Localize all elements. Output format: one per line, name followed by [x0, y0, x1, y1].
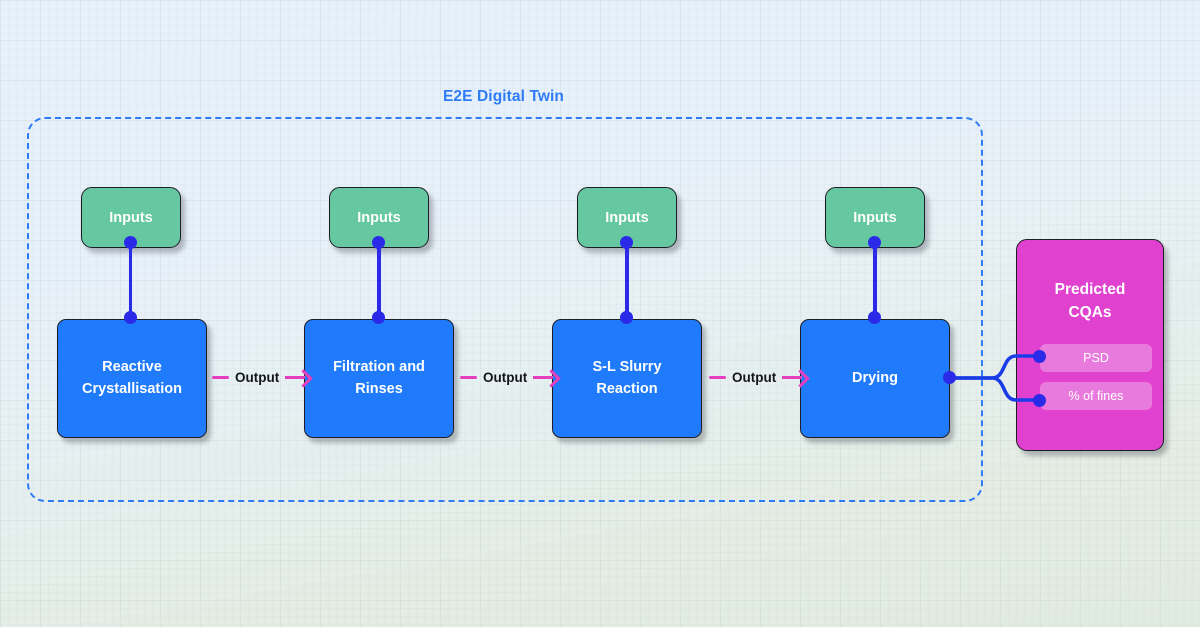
stage-box-drying[interactable]: Drying — [800, 319, 950, 438]
connector-dot-top-2 — [372, 236, 385, 249]
cqa-title-line1: Predicted — [1054, 281, 1126, 298]
output-text-1: Output — [235, 370, 280, 385]
cqa-item-psd[interactable]: PSD — [1040, 344, 1152, 372]
connector-dot-bottom-4 — [868, 311, 881, 324]
connector-dot-psd — [1033, 350, 1046, 363]
inputs-box-4[interactable]: Inputs — [825, 187, 925, 248]
output-label-2: Output — [460, 370, 559, 385]
output-dash-icon-1 — [212, 376, 229, 379]
output-arrow-icon-3 — [782, 371, 808, 385]
connector-dot-drying-out — [943, 371, 956, 384]
stage-label-1-line1: Reactive — [102, 359, 162, 376]
connector-dot-bottom-3 — [620, 311, 633, 324]
output-text-2: Output — [483, 370, 528, 385]
predicted-cqas-title: Predicted CQAs — [1055, 278, 1126, 325]
cqa-item-percent-of-fines[interactable]: % of fines — [1040, 382, 1152, 410]
stage-label-1-line2: Crystallisation — [82, 380, 182, 397]
connector-dot-bottom-2 — [372, 311, 385, 324]
inputs-label-3: Inputs — [605, 209, 649, 226]
output-arrow-icon-1 — [285, 371, 311, 385]
page-title: E2E Digital Twin — [442, 88, 565, 105]
output-arrow-icon-2 — [533, 371, 559, 385]
connector-inputs-to-stage-3 — [625, 242, 629, 320]
cqa-title-line2: CQAs — [1068, 304, 1112, 322]
connector-dot-fines — [1033, 394, 1046, 407]
e2e-digital-twin-container — [27, 117, 983, 502]
output-label-1: Output — [212, 370, 311, 385]
inputs-label-2: Inputs — [357, 209, 401, 226]
stage-label-2-line1: Filtration and — [333, 359, 425, 376]
connector-dot-top-4 — [868, 236, 881, 249]
connector-dot-top-3 — [620, 236, 633, 249]
inputs-label-1: Inputs — [109, 209, 153, 226]
stage-label-2-line2: Rinses — [355, 380, 403, 397]
cqa-item-psd-label: PSD — [1083, 351, 1109, 365]
output-label-3: Output — [709, 370, 808, 385]
output-dash-icon-2 — [460, 376, 477, 379]
output-text-3: Output — [732, 370, 777, 385]
inputs-label-4: Inputs — [853, 209, 897, 226]
output-dash-icon-3 — [709, 376, 726, 379]
stage-label-3-line1: S-L Slurry — [592, 359, 662, 376]
connector-inputs-to-stage-4 — [873, 242, 877, 320]
connector-dot-bottom-1 — [124, 311, 137, 324]
cqa-item-fines-label: % of fines — [1068, 389, 1124, 403]
stage-box-sl-slurry-reaction[interactable]: S-L Slurry Reaction — [552, 319, 702, 438]
connector-inputs-to-stage-1 — [128, 242, 132, 320]
stage-box-filtration-and-rinses[interactable]: Filtration and Rinses — [304, 319, 454, 438]
stage-box-reactive-crystallisation[interactable]: Reactive Crystallisation — [57, 319, 207, 438]
connector-dot-top-1 — [124, 236, 137, 249]
stage-label-3-line2: Reaction — [596, 380, 658, 397]
connector-drying-to-cqas — [948, 354, 1042, 402]
stage-label-4-line1: Drying — [852, 369, 898, 386]
connector-inputs-to-stage-2 — [377, 242, 381, 320]
predicted-cqas-panel[interactable]: Predicted CQAs PSD % of fines — [1016, 239, 1164, 451]
